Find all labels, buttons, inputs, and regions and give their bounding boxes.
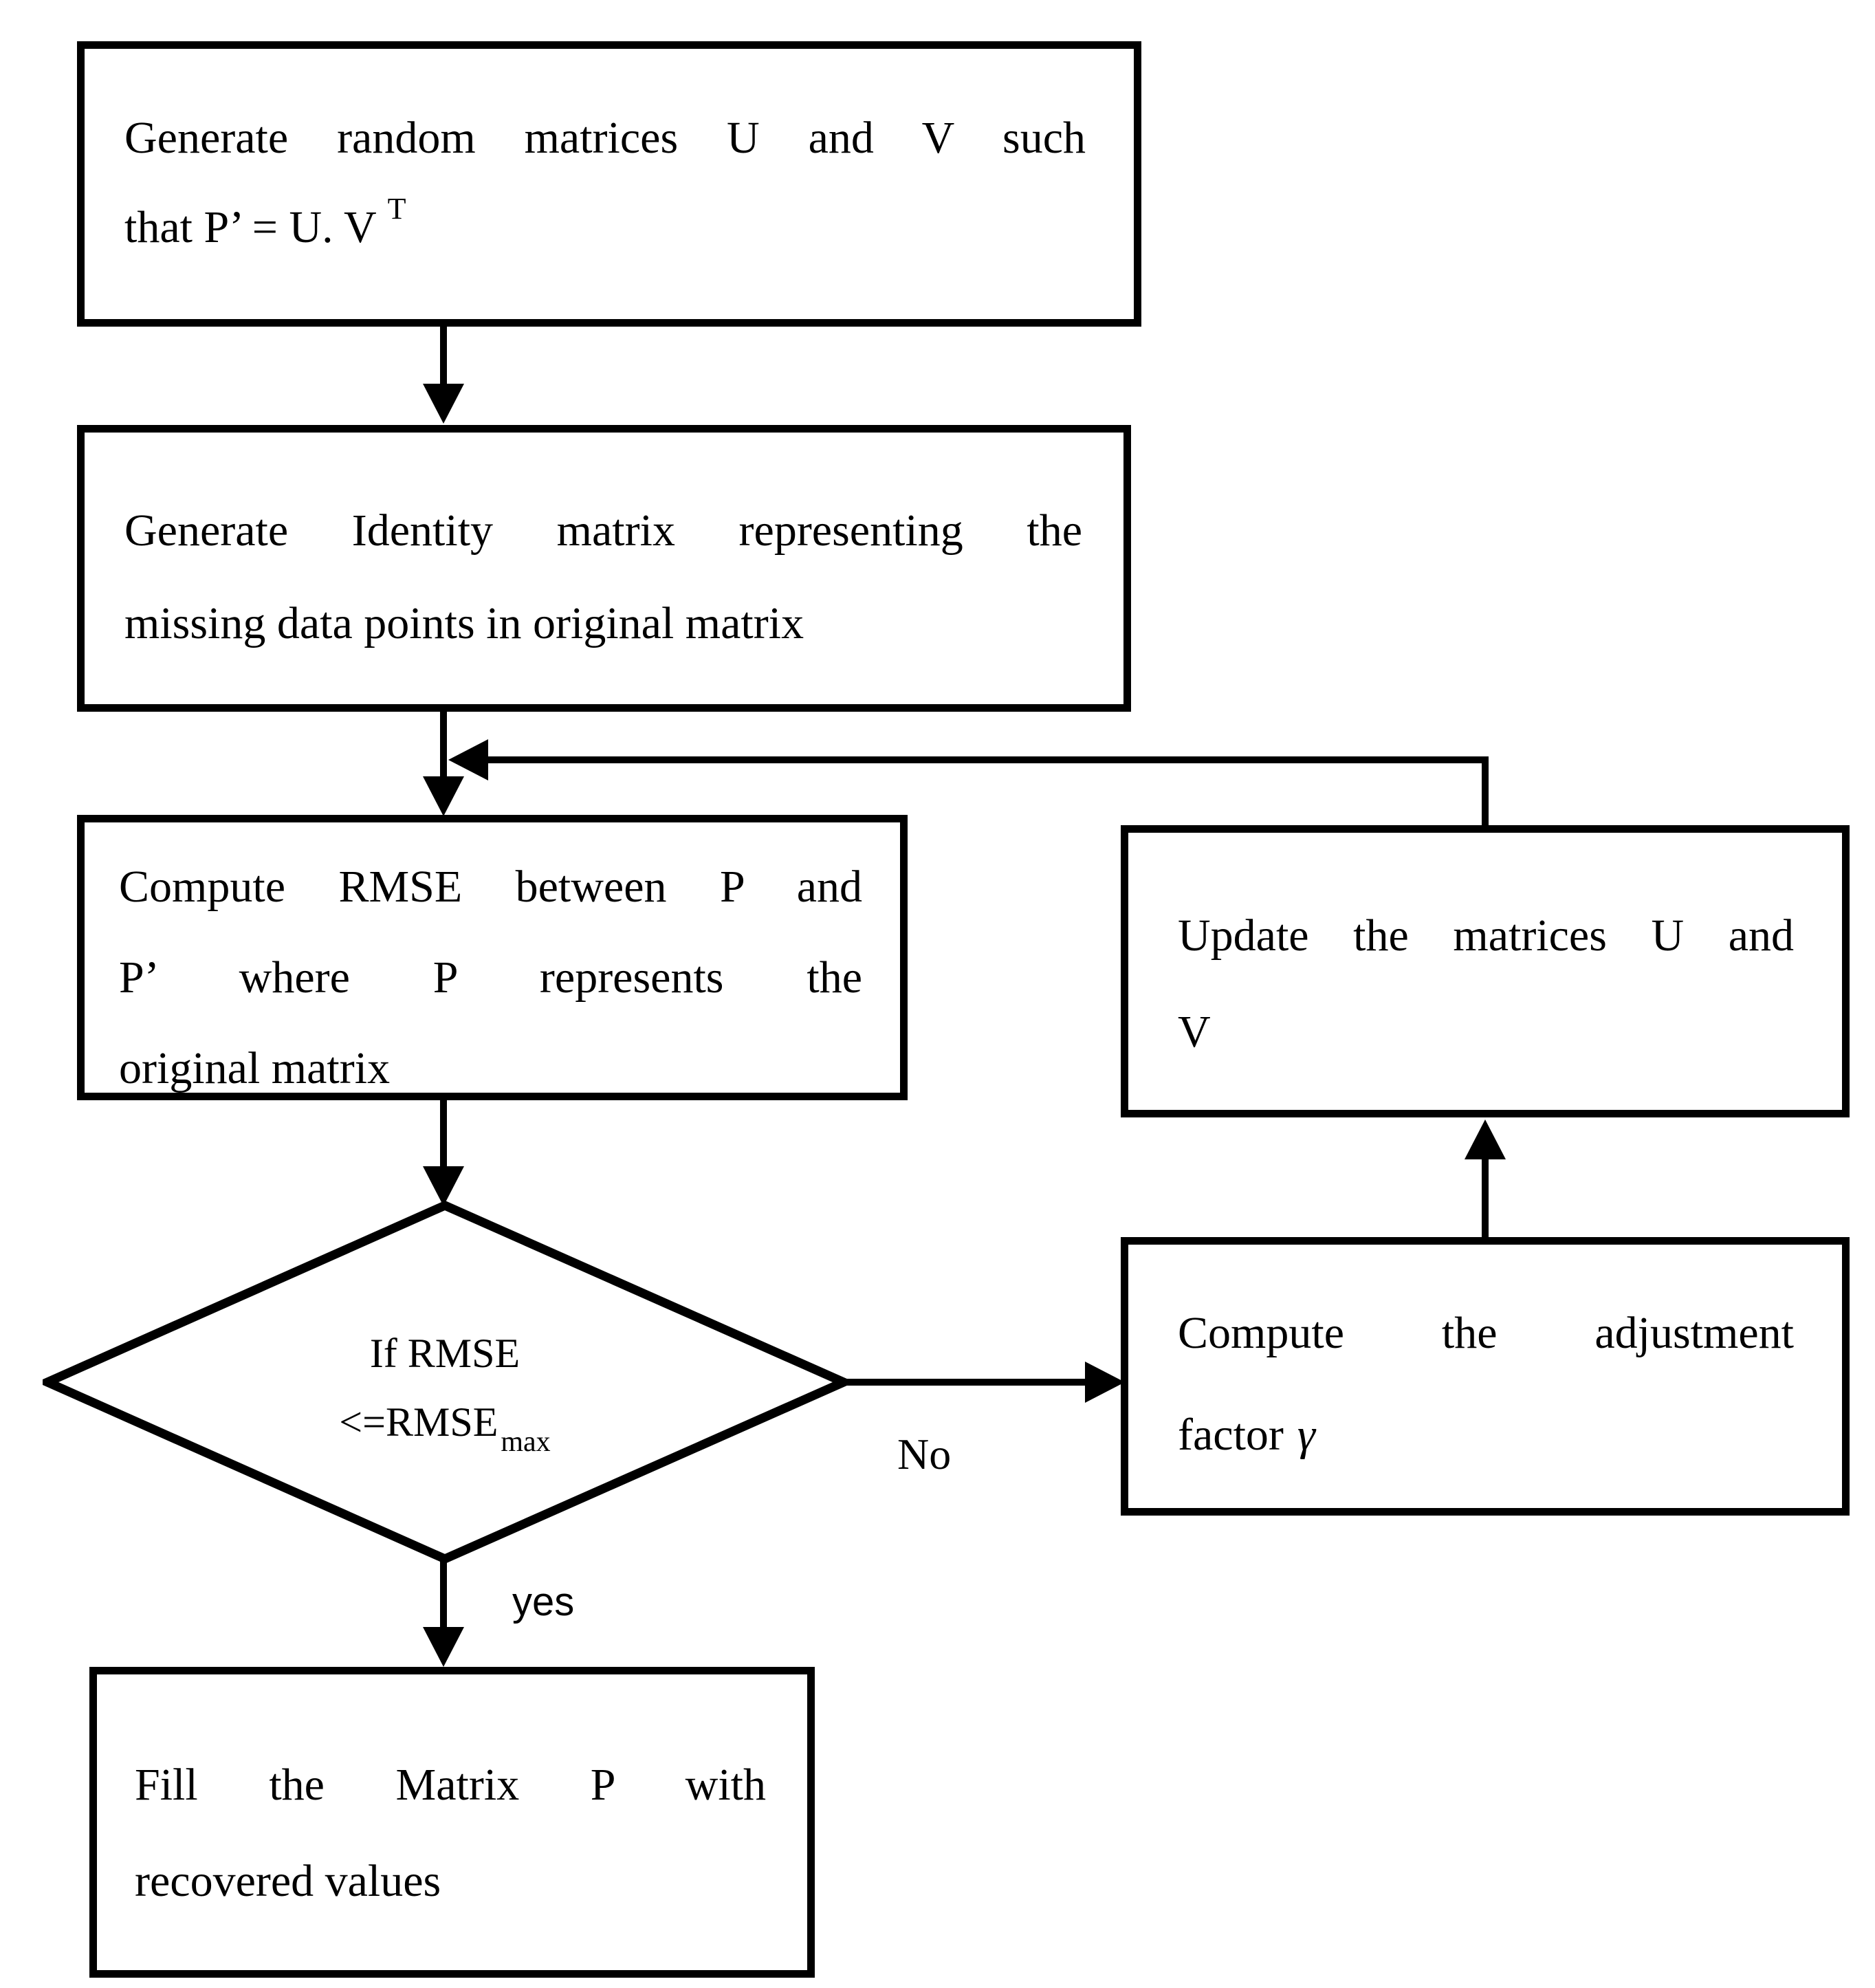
node-text-line: that P’ = U. V T bbox=[124, 183, 1086, 277]
feedback-horizontal-line bbox=[485, 756, 1489, 763]
node-text-line: Compute the adjustment bbox=[1178, 1308, 1794, 1358]
feedback-vertical-line bbox=[1482, 756, 1489, 829]
node-text-line: Fill the Matrix P with bbox=[135, 1760, 766, 1810]
arrowhead-down-icon bbox=[423, 776, 464, 816]
node-update-matrices: Update the matrices U and V bbox=[1121, 825, 1850, 1117]
node-text: factor bbox=[1178, 1410, 1284, 1460]
arrowhead-right-icon bbox=[1085, 1362, 1125, 1403]
connector-generate-to-identity bbox=[440, 319, 447, 388]
node-text-line: missing data points in original matrix bbox=[124, 598, 804, 648]
node-text-line: Update the matrices U and bbox=[1178, 910, 1794, 961]
node-fill-matrix: Fill the Matrix P with recovered values bbox=[89, 1667, 815, 1978]
decision-label: If RMSE <=RMSEmax bbox=[239, 1319, 651, 1461]
connector-identity-to-rmse bbox=[440, 709, 447, 778]
edge-label-no: No bbox=[897, 1430, 952, 1478]
superscript-t: T bbox=[387, 192, 406, 226]
edge-label-yes: yes bbox=[512, 1580, 575, 1624]
node-text-line: Generate random matrices U and V such bbox=[124, 113, 1086, 163]
decision-text-line: If RMSE bbox=[369, 1331, 520, 1376]
subscript-max: max bbox=[501, 1426, 551, 1458]
connector-rmse-to-decision bbox=[440, 1097, 447, 1168]
decision-text: <=RMSE bbox=[339, 1399, 498, 1445]
connector-adjust-to-update bbox=[1482, 1159, 1489, 1238]
node-generate-random-matrices: Generate random matrices U and V such th… bbox=[77, 41, 1141, 327]
arrowhead-down-icon bbox=[423, 1627, 464, 1667]
node-text-line: P’ where P represents the bbox=[119, 952, 862, 1003]
node-text-line: recovered values bbox=[135, 1856, 441, 1906]
arrowhead-up-icon bbox=[1465, 1119, 1506, 1159]
connector-decision-to-adjust bbox=[840, 1379, 1086, 1386]
node-text-line: V bbox=[1178, 1007, 1211, 1057]
node-text-line: Compute RMSE between P and bbox=[119, 862, 862, 912]
gamma-symbol: γ bbox=[1297, 1410, 1315, 1460]
node-text-line: Generate Identity matrix representing th… bbox=[124, 505, 1082, 556]
node-generate-identity-matrix: Generate Identity matrix representing th… bbox=[77, 425, 1131, 712]
arrowhead-down-icon bbox=[423, 1166, 464, 1206]
node-text: that P’ = U. V bbox=[124, 202, 377, 252]
arrowhead-left-icon bbox=[448, 739, 488, 780]
node-compute-rmse: Compute RMSE between P and P’ where P re… bbox=[77, 815, 908, 1100]
decision-text-line: <=RMSEmax bbox=[239, 1388, 651, 1461]
connector-decision-to-fill bbox=[440, 1557, 447, 1628]
node-text-line: original matrix bbox=[119, 1043, 391, 1093]
arrowhead-down-icon bbox=[423, 384, 464, 424]
